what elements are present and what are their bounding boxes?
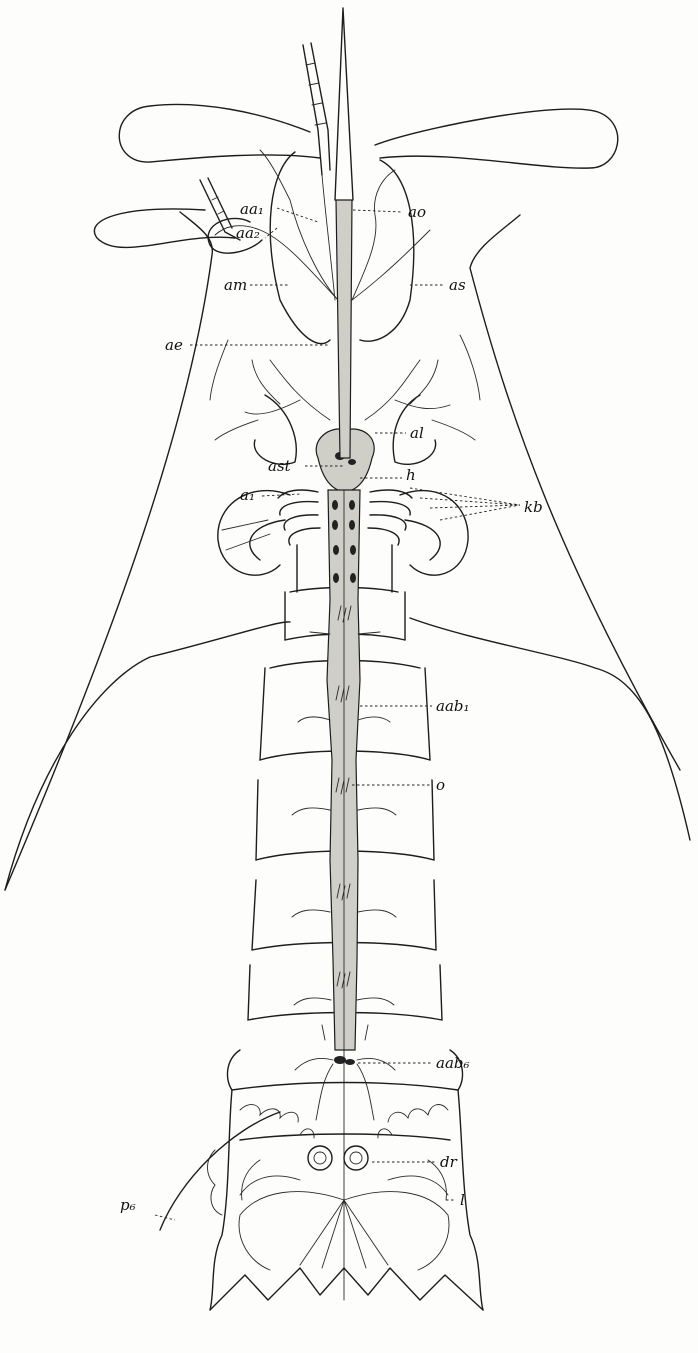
label-ast: ast — [268, 457, 292, 475]
label-as: as — [449, 276, 466, 294]
label-kb: kb — [524, 498, 543, 516]
rostrum — [335, 8, 353, 200]
label-ao: ao — [408, 203, 426, 221]
label-ae: ae — [165, 336, 183, 354]
label-aab1: aab₁ — [436, 697, 470, 715]
dorsal-vessel — [327, 200, 360, 1300]
label-l: l — [460, 1191, 465, 1209]
gills-right — [400, 491, 468, 576]
label-aab6: aab₆ — [436, 1054, 470, 1072]
label-a1: a₁ — [240, 486, 255, 504]
label-aa1: aa₁ — [240, 200, 264, 218]
antenna-left — [200, 43, 330, 240]
label-h: h — [406, 466, 416, 484]
glands-dr — [300, 1129, 392, 1170]
label-o: o — [436, 776, 445, 794]
label-al: al — [410, 424, 424, 442]
label-am: am — [224, 276, 247, 294]
eye-lobes — [208, 152, 436, 464]
label-aa2: aa₂ — [236, 224, 260, 242]
label-p6: p₆ — [120, 1196, 136, 1214]
label-dr: dr — [440, 1153, 458, 1171]
tail-fan — [208, 1090, 484, 1310]
pleopod-p6 — [160, 1112, 280, 1230]
